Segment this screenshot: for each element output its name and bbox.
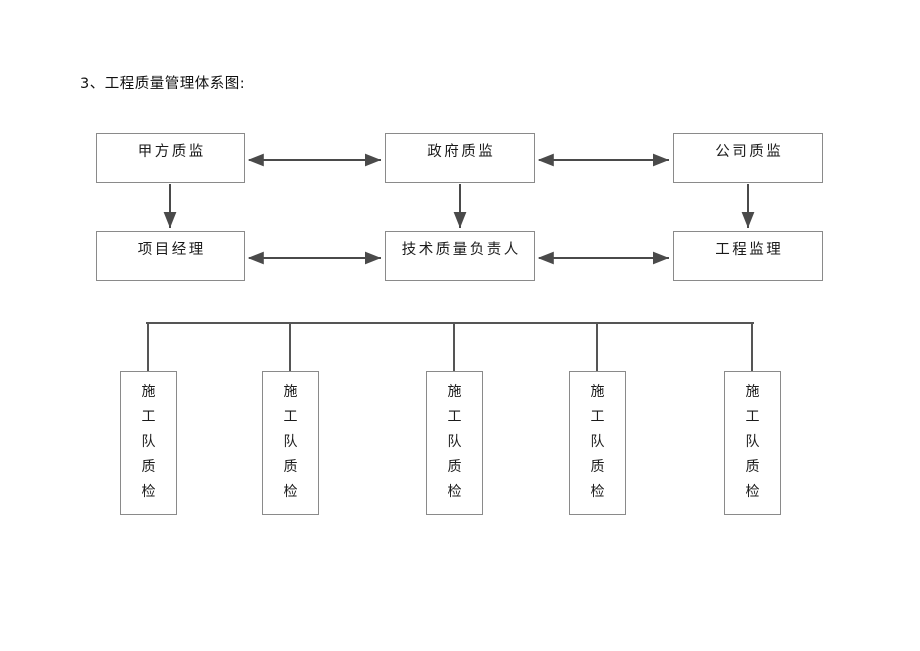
- node-label: 政府质监: [427, 144, 496, 160]
- node-shigongdui-zhijian-3[interactable]: 施工队质检: [426, 371, 483, 515]
- node-gongsi-zhijian[interactable]: 公司质监: [673, 133, 823, 183]
- node-label: 项目经理: [137, 242, 206, 258]
- node-label-vertical: 施工队质检: [745, 384, 760, 500]
- node-label-vertical: 施工队质检: [141, 384, 156, 500]
- page-title: 3、工程质量管理体系图:: [80, 76, 246, 92]
- node-jishu-zhiliang-fuzeren[interactable]: 技术质量负责人: [385, 231, 535, 281]
- node-label: 工程监理: [715, 242, 784, 258]
- node-label-vertical: 施工队质检: [590, 384, 605, 500]
- node-label: 甲方质监: [137, 144, 206, 160]
- node-gongcheng-jianli[interactable]: 工程监理: [673, 231, 823, 281]
- node-label-vertical: 施工队质检: [447, 384, 462, 500]
- node-jiafang-zhijian[interactable]: 甲方质监: [96, 133, 245, 183]
- node-shigongdui-zhijian-2[interactable]: 施工队质检: [262, 371, 319, 515]
- node-shigongdui-zhijian-5[interactable]: 施工队质检: [724, 371, 781, 515]
- node-shigongdui-zhijian-4[interactable]: 施工队质检: [569, 371, 626, 515]
- node-label: 技术质量负责人: [401, 242, 521, 258]
- node-xiangmu-jingli[interactable]: 项目经理: [96, 231, 245, 281]
- node-label: 公司质监: [715, 144, 784, 160]
- node-zhengfu-zhijian[interactable]: 政府质监: [385, 133, 535, 183]
- node-label-vertical: 施工队质检: [283, 384, 298, 500]
- node-shigongdui-zhijian-1[interactable]: 施工队质检: [120, 371, 177, 515]
